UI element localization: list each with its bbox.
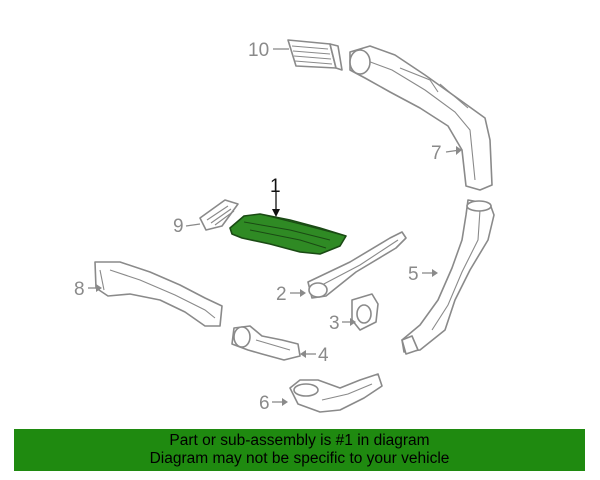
callout-1-label: 1 <box>270 176 281 197</box>
banner-line-1: Part or sub-assembly is #1 in diagram <box>169 432 430 449</box>
callout-6-label: 6 <box>259 393 270 414</box>
callout-5-arrow <box>432 269 438 277</box>
callout-8-arrow <box>96 284 102 292</box>
part-5-right-duct[interactable] <box>401 199 495 355</box>
part-10-vent-grille[interactable] <box>287 39 343 71</box>
part-6-bottom-duct[interactable] <box>289 373 383 413</box>
part-9-small-vent[interactable] <box>199 199 239 231</box>
part-7-upper-duct[interactable] <box>349 45 493 191</box>
callout-7-arrow <box>456 146 462 155</box>
callout-3-arrow <box>350 318 356 326</box>
info-banner: Part or sub-assembly is #1 in diagram Di… <box>14 429 585 471</box>
callout-4-label: 4 <box>318 345 329 366</box>
callout-3-label: 3 <box>329 313 340 334</box>
callout-8-label: 8 <box>74 279 85 300</box>
callout-4-arrow <box>300 350 306 358</box>
part-2-diagonal-duct[interactable] <box>307 231 407 299</box>
callout-10-label: 10 <box>248 40 269 61</box>
banner-line-2: Diagram may not be specific to your vehi… <box>149 450 450 467</box>
part-8-left-duct[interactable] <box>94 261 223 327</box>
callout-2-arrow <box>300 289 306 297</box>
part-4-short-duct[interactable] <box>231 325 301 361</box>
callout-1-arrow <box>272 209 280 217</box>
part-3-small-elbow[interactable] <box>351 293 379 331</box>
part-1-highlighted-duct[interactable] <box>229 213 347 255</box>
callout-9-label: 9 <box>173 216 184 237</box>
callout-9-leader <box>185 223 201 227</box>
parts-diagram: 10 7 5 9 1 8 <box>74 39 495 414</box>
callout-5-label: 5 <box>408 264 419 285</box>
callout-2-label: 2 <box>276 284 287 305</box>
callout-7-label: 7 <box>431 143 442 164</box>
callout-6-arrow <box>282 398 288 406</box>
